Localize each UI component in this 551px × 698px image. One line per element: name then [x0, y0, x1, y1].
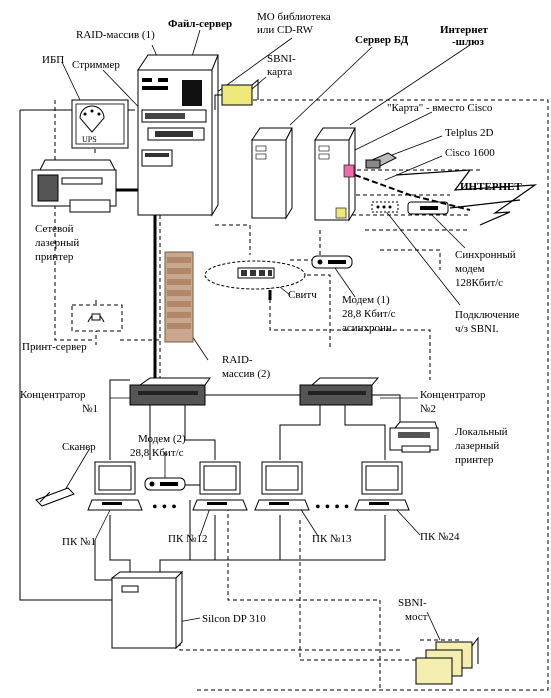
modem1-label-3: асинхронн. — [342, 322, 395, 334]
print-server — [71, 304, 123, 332]
cisco-device — [371, 201, 399, 213]
local-printer-label-3: принтер — [455, 454, 494, 466]
net-printer-label-3: принтер — [35, 251, 74, 263]
pc13-label: ПК №13 — [312, 533, 352, 545]
switch-label: Свитч — [288, 289, 317, 301]
thick-internet-line — [354, 174, 471, 211]
internet-gateway — [314, 127, 356, 222]
silcon-ups — [110, 570, 184, 650]
modem1-label-1: Модем (1) — [342, 294, 390, 306]
sbni-card-label-2: карта — [267, 66, 292, 78]
sbni-card — [214, 78, 259, 110]
inet-gateway-label-1: Интернет — [440, 24, 489, 36]
pc-12 — [192, 461, 248, 511]
cisco-label: Cisco 1600 — [445, 147, 495, 159]
file-server-label: Файл-сервер — [168, 18, 232, 30]
scanner-label: Сканер — [62, 441, 96, 453]
scanner — [35, 487, 75, 507]
pc-13 — [254, 461, 310, 511]
file-server — [137, 54, 219, 217]
pc24-label: ПК №24 — [420, 531, 460, 543]
modem1-label-2: 28,8 Кбит/с — [342, 308, 396, 320]
hub1-label-2: №1 — [82, 403, 98, 415]
thick-links — [115, 188, 272, 380]
raid2-label-1: RAID- — [222, 354, 253, 366]
mo-library-label-2: или CD-RW — [257, 24, 314, 36]
sbni-conn-label-2: ч/з SBNI. — [455, 323, 499, 335]
hub-1 — [129, 377, 211, 406]
sync-modem — [407, 201, 449, 215]
hub1-label-1: Концентратор — [20, 389, 86, 401]
local-printer-label-2: лазерный — [455, 440, 499, 452]
raid-array-2 — [164, 251, 194, 343]
pc-24 — [354, 461, 410, 511]
silcon-label: Silcon DP 310 — [202, 613, 266, 625]
ups-device: UPS — [71, 99, 129, 149]
sbni-conn-label-1: Подключение — [455, 309, 520, 321]
network-printer — [31, 159, 117, 213]
internet-label: ИНТЕРНЕТ — [460, 181, 522, 193]
inet-gateway-label-2: -шлюз — [452, 36, 485, 48]
ups-label: ИБП — [42, 54, 64, 66]
internet-lightning — [395, 169, 538, 226]
ups-text: UPS — [82, 135, 97, 144]
net-printer-label-2: лазерный — [35, 237, 79, 249]
modem-2 — [144, 477, 186, 491]
raid1-label: RAID-массив (1) — [76, 29, 155, 41]
db-server-label: Сервер БД — [355, 34, 409, 46]
mo-library-label-1: МО библиотека — [257, 11, 331, 23]
pc-ellipsis-1: • • • — [152, 499, 177, 516]
pc-ellipsis-2: • • • • — [315, 499, 349, 516]
modem-1 — [311, 255, 353, 269]
switch-device — [204, 260, 306, 290]
modem2-label-2: 28,8 Кбит/с — [130, 447, 184, 459]
telplus-label: Telplus 2D — [445, 127, 493, 139]
sync-modem-label-1: Синхронный — [455, 249, 516, 261]
hub2-label-1: Концентратор — [420, 389, 486, 401]
local-printer — [389, 421, 439, 453]
labels: RAID-массив (1) Файл-сервер МО библиотек… — [20, 11, 522, 625]
print-server-label: Принт-сервер — [22, 341, 87, 353]
sbni-bridge-label-1: SBNI- — [398, 597, 427, 609]
hub-2 — [299, 377, 380, 406]
sbni-card-label-1: SBNI- — [267, 53, 296, 65]
net-printer-label-1: Сетевой — [35, 223, 74, 235]
streamer-label: Стриммер — [72, 59, 120, 71]
db-server — [251, 127, 293, 220]
local-printer-label-1: Локальный — [455, 426, 508, 438]
pc-1 — [87, 461, 143, 511]
pc12-label: ПК №12 — [168, 533, 208, 545]
modem2-label-1: Модем (2) — [138, 433, 186, 445]
telplus-device — [365, 152, 398, 169]
sync-modem-label-3: 128Кбит/с — [455, 277, 503, 289]
pc1-label: ПК №1 — [62, 536, 96, 548]
karta-label: "Карта" - вместо Cisco — [387, 102, 493, 114]
sbni-bridge — [415, 636, 479, 685]
hub2-label-2: №2 — [420, 403, 436, 415]
sbni-bridge-label-2: мост — [405, 611, 428, 623]
sync-modem-label-2: модем — [455, 263, 485, 275]
raid2-label-2: массив (2) — [222, 368, 271, 380]
